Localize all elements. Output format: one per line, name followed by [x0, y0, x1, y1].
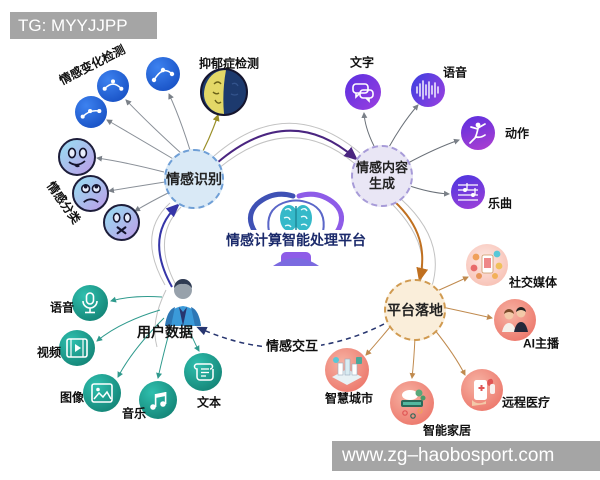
label-social-media: 社交媒体: [508, 275, 558, 290]
label-video-data: 视频: [36, 345, 62, 360]
curve-graph-icon: [75, 96, 107, 128]
label-image-data: 图像: [59, 390, 85, 405]
dual-head-brain-icon: [247, 191, 345, 266]
music-note-icon: [139, 381, 177, 419]
label-voice-gen: 语音: [442, 65, 468, 80]
curve-graph-icon: [146, 57, 180, 91]
microphone-icon: [72, 285, 108, 321]
node-platform-landing: 平台落地: [384, 279, 446, 341]
ai-anchor-people-icon: [494, 299, 536, 341]
image-icon: [83, 374, 121, 412]
label-depression-detection: 抑郁症检测: [198, 56, 260, 71]
node-emotion-recognition-label: 情感识别: [166, 171, 222, 187]
watermark-tg-text: TG: MYYJJPP: [18, 15, 128, 35]
social-media-icon: [466, 244, 508, 286]
label-voice-data: 语音: [49, 300, 75, 315]
label-smart-home: 智能家居: [422, 423, 472, 438]
emoji-sad-icon: [72, 175, 109, 212]
node-emotion-recognition: 情感识别: [164, 149, 224, 209]
platform-title: 情感计算智能处理平台: [203, 230, 389, 250]
node-user-data-label: 用户数据: [137, 324, 193, 340]
edge-label-emotion-interaction: 情感交互: [262, 335, 322, 355]
curve-graph-icon: [97, 70, 129, 102]
node-emotion-content-generation-label: 情感内容生成: [355, 160, 408, 191]
label-text-gen: 文字: [349, 55, 375, 70]
watermark-site-text: www.zg–haobosport.com: [342, 445, 555, 466]
waveform-icon: [411, 73, 445, 107]
brain-icon: [280, 205, 312, 231]
label-telemedicine: 远程医疗: [501, 395, 551, 410]
telemedicine-icon: [461, 369, 503, 411]
user-avatar: [159, 278, 207, 326]
depression-face-icon: [200, 68, 248, 116]
dancer-icon: [461, 116, 495, 150]
scroll-text-icon: [184, 353, 222, 391]
label-smart-city: 智慧城市: [324, 391, 374, 406]
smart-city-icon: [325, 348, 369, 392]
label-music-gen: 乐曲: [487, 196, 513, 211]
music-score-icon: [451, 175, 485, 209]
emoji-dead-icon: [103, 204, 140, 241]
emoji-happy-icon: [58, 138, 96, 176]
person-icon: [165, 279, 201, 326]
label-ai-anchor: AI主播: [522, 336, 560, 351]
video-icon: [59, 330, 95, 366]
label-motion-gen: 动作: [504, 126, 530, 141]
watermark-tg-banner: TG: MYYJJPP: [10, 12, 157, 39]
node-platform-landing-label: 平台落地: [387, 302, 443, 318]
label-music-data: 音乐: [121, 406, 147, 421]
watermark-site-banner: www.zg–haobosport.com: [332, 441, 600, 471]
chat-bubbles-icon: [345, 74, 381, 110]
smart-home-icon: [390, 381, 434, 425]
node-emotion-content-generation: 情感内容生成: [351, 145, 413, 207]
label-text-data: 文本: [196, 395, 222, 410]
center-logo: 情感计算智能处理平台: [203, 186, 389, 270]
